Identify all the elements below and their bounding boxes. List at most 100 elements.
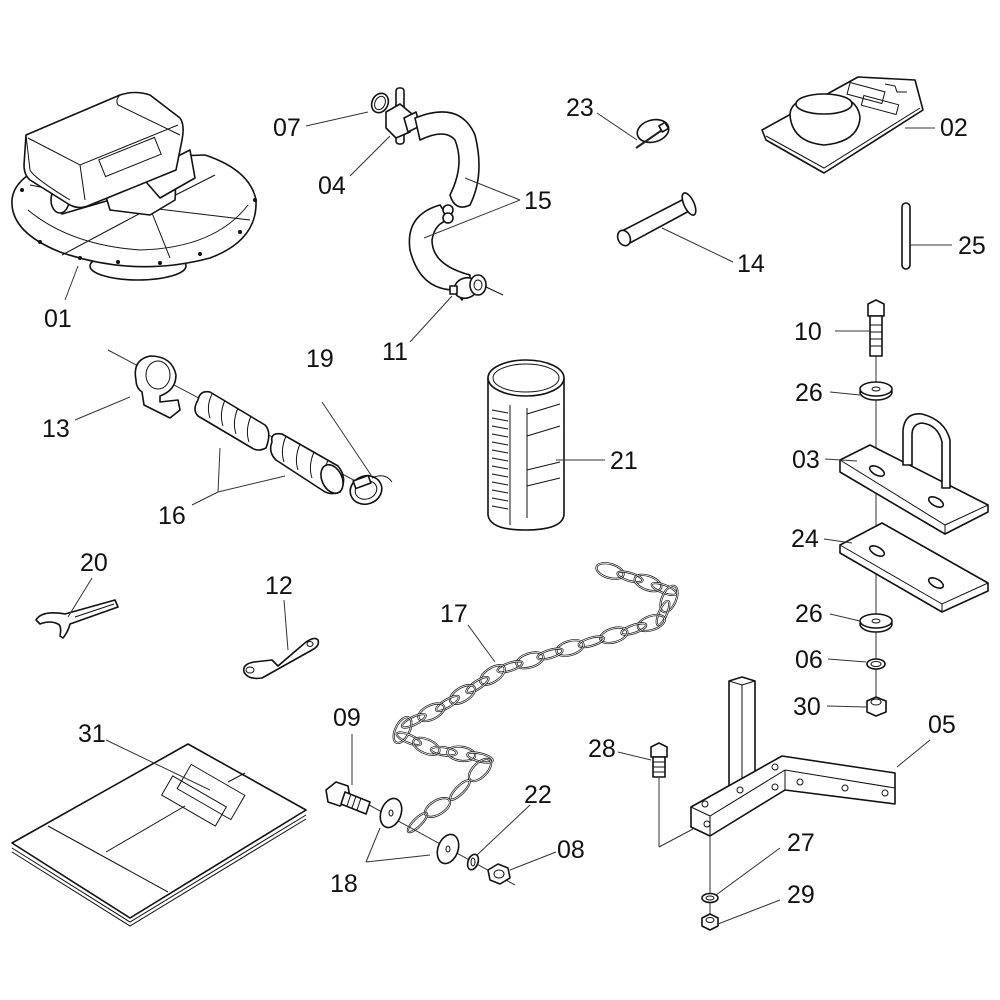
label-22[interactable]: 22 bbox=[524, 781, 552, 809]
part-15-hoses bbox=[408, 111, 480, 301]
chain-link-highlight bbox=[621, 622, 647, 636]
label-23[interactable]: 23 bbox=[566, 94, 594, 122]
leader-17 bbox=[467, 624, 496, 663]
label-27[interactable]: 27 bbox=[787, 829, 815, 857]
chain-link-highlight bbox=[578, 636, 605, 648]
leader-19 bbox=[321, 401, 372, 476]
chain-link-highlight bbox=[516, 651, 544, 669]
leader-16a bbox=[217, 447, 221, 493]
label-28[interactable]: 28 bbox=[588, 735, 616, 763]
part-22-spring-washer bbox=[466, 853, 480, 871]
part-17-chain bbox=[392, 562, 679, 834]
chain-link-highlight bbox=[449, 779, 471, 801]
part-19-worm-clamp bbox=[349, 474, 393, 506]
label-04[interactable]: 04 bbox=[318, 172, 346, 200]
label-13[interactable]: 13 bbox=[42, 415, 70, 443]
leader-16c bbox=[191, 491, 219, 506]
label-06[interactable]: 06 bbox=[795, 646, 823, 674]
label-09[interactable]: 09 bbox=[333, 704, 361, 732]
label-17[interactable]: 17 bbox=[440, 600, 468, 628]
label-21[interactable]: 21 bbox=[610, 447, 638, 475]
label-20[interactable]: 20 bbox=[80, 549, 108, 577]
part-25-rod-pin bbox=[901, 202, 911, 270]
leader-15a bbox=[464, 177, 521, 201]
part-27-spring-washer bbox=[701, 892, 719, 904]
chain-link-highlight bbox=[656, 600, 670, 626]
part-28-hex-bolt bbox=[650, 742, 668, 778]
chain-link-highlight bbox=[599, 627, 628, 644]
chain-link-highlight bbox=[407, 812, 428, 833]
part-14-clevis-pin bbox=[616, 192, 697, 247]
leader-28 bbox=[617, 751, 652, 761]
chain-link-highlight bbox=[634, 574, 662, 592]
leader-13 bbox=[74, 396, 131, 421]
chain-link-highlight bbox=[435, 695, 460, 712]
leader-04 bbox=[349, 135, 391, 177]
part-26-flat-washer-bottom bbox=[859, 613, 893, 633]
chain-link bbox=[479, 664, 506, 686]
leader-27 bbox=[715, 847, 781, 896]
part-06-spring-washer bbox=[866, 658, 886, 670]
leader-05 bbox=[896, 739, 931, 768]
leader-18b bbox=[365, 854, 431, 863]
chain-link-highlight bbox=[479, 664, 506, 686]
leader-11 bbox=[409, 295, 453, 343]
part-10-hex-bolt bbox=[867, 299, 885, 357]
label-29[interactable]: 29 bbox=[787, 881, 815, 909]
chain-link-highlight bbox=[468, 758, 492, 782]
leader-12 bbox=[283, 599, 289, 651]
leader-03 bbox=[824, 458, 858, 462]
chain-link bbox=[449, 779, 471, 801]
part-26-flat-washer-top bbox=[859, 381, 893, 401]
part-04-tee-fitting bbox=[385, 87, 421, 145]
chain-link-highlight bbox=[393, 716, 412, 744]
chain-link-highlight bbox=[596, 562, 624, 580]
part-09-hex-bolt bbox=[325, 781, 371, 815]
part-18-flat-washers bbox=[379, 797, 460, 865]
part-16-corrugated-hoses bbox=[194, 390, 345, 495]
leader-08 bbox=[509, 851, 557, 871]
label-15[interactable]: 15 bbox=[524, 187, 552, 215]
part-11-hose-clamp bbox=[449, 274, 504, 300]
label-25[interactable]: 25 bbox=[958, 232, 986, 260]
label-26-bottom[interactable]: 26 bbox=[795, 600, 823, 628]
assembly-axis-28b bbox=[658, 828, 694, 848]
chain-link-highlight bbox=[556, 639, 584, 657]
part-30-hex-nut bbox=[866, 696, 887, 717]
leader-15b bbox=[423, 199, 521, 239]
leader-29 bbox=[717, 899, 781, 925]
chain-link-highlight bbox=[412, 737, 440, 756]
chain-link-highlight bbox=[449, 684, 476, 705]
label-10[interactable]: 10 bbox=[794, 318, 822, 346]
label-30[interactable]: 30 bbox=[793, 693, 821, 721]
leader-20 bbox=[67, 577, 93, 618]
part-05-angle-bracket bbox=[690, 676, 896, 837]
leader-24 bbox=[823, 538, 853, 544]
label-03[interactable]: 03 bbox=[792, 446, 820, 474]
label-14[interactable]: 14 bbox=[737, 250, 765, 278]
chain-link-highlight bbox=[660, 585, 678, 613]
label-12[interactable]: 12 bbox=[265, 572, 293, 600]
label-08[interactable]: 08 bbox=[557, 836, 585, 864]
part-21-graduated-cylinder bbox=[487, 359, 565, 531]
label-02[interactable]: 02 bbox=[940, 114, 968, 142]
leader-26a bbox=[829, 391, 861, 396]
label-18[interactable]: 18 bbox=[330, 870, 358, 898]
label-19[interactable]: 19 bbox=[306, 345, 334, 373]
chain-link-highlight bbox=[497, 660, 523, 673]
chain-link-highlight bbox=[417, 703, 445, 722]
part-31-manual bbox=[11, 743, 307, 927]
label-16[interactable]: 16 bbox=[158, 502, 186, 530]
label-11[interactable]: 11 bbox=[382, 338, 408, 366]
label-26-top[interactable]: 26 bbox=[795, 379, 823, 407]
label-01[interactable]: 01 bbox=[44, 305, 72, 333]
label-07[interactable]: 07 bbox=[273, 114, 301, 142]
label-05[interactable]: 05 bbox=[928, 711, 956, 739]
leader-06 bbox=[827, 658, 867, 663]
part-02-cover-plate bbox=[761, 76, 924, 174]
chain-link-highlight bbox=[396, 732, 422, 746]
label-24[interactable]: 24 bbox=[791, 525, 819, 553]
leader-26b bbox=[829, 613, 861, 622]
label-31[interactable]: 31 bbox=[78, 720, 106, 748]
